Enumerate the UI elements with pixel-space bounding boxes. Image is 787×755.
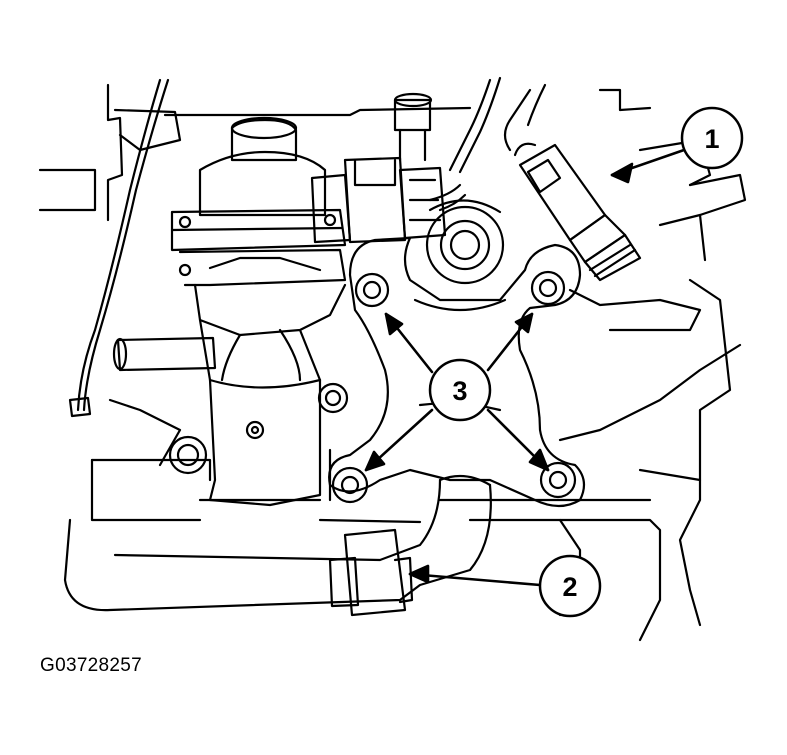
egr-valve: [112, 116, 349, 507]
callout-3-label: 3: [452, 376, 467, 406]
callout-2-circle: [538, 554, 602, 618]
callout-1-label: 1: [704, 124, 719, 154]
coolant-hose: [63, 474, 492, 617]
callout-3-circle: [428, 358, 492, 422]
figure-code: G03728257: [40, 655, 143, 676]
callout-1-circle: [680, 106, 744, 170]
callout-2-label: 2: [562, 572, 577, 602]
coolant-temperature-sensor: [513, 142, 642, 282]
sensor-connector: [310, 92, 447, 244]
thermostat-housing: [328, 199, 586, 508]
callout-leaders: [364, 148, 686, 587]
wire-harness: [68, 76, 547, 418]
engine-block-outline: [38, 83, 747, 642]
